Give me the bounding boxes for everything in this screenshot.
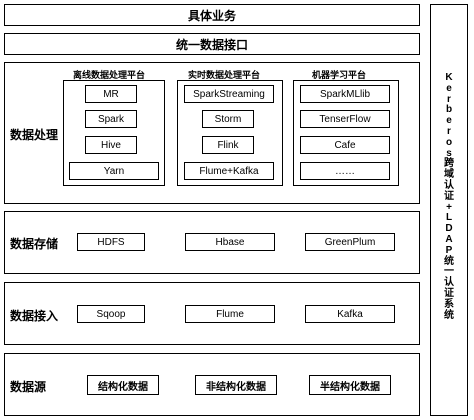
auth-side-char: e [446,82,452,94]
offline-item-label: MR [103,88,119,100]
realtime-item-label: Flume+Kafka [199,165,259,177]
auth-side-char: L [445,212,453,224]
auth-side-char: e [446,115,452,127]
realtime-item-label: Flink [217,139,239,151]
auth-side-char: 认 [444,277,454,289]
realtime-item-storm: Storm [202,110,254,128]
storage-item-hdfs: HDFS [77,233,145,251]
source-item-unstructured: 非结构化数据 [195,375,277,395]
source-item-label: 结构化数据 [98,381,148,393]
ml-platform-title: 机器学习平台 [312,70,367,80]
processing-layer: 数据处理 离线数据处理平台 MR Spark Hive Yarn 实时数据处理平… [4,62,420,204]
ingest-item-flume: Flume [185,305,275,323]
auth-side-char: 证 [444,287,454,299]
storage-item-label: HDFS [97,236,125,248]
source-item-semistructured: 半结构化数据 [309,375,391,395]
storage-item-label: GreenPlum [324,236,376,248]
auth-side-char: 跨 [444,158,454,170]
storage-layer: 数据存储 HDFS Hbase GreenPlum [4,211,420,274]
ingest-layer: 数据接入 Sqoop Flume Kafka [4,282,420,345]
unified-interface-label: 统一数据接口 [175,37,248,52]
offline-item-spark: Spark [85,110,137,128]
ml-item-cafe: Cafe [300,136,390,154]
source-item-structured: 结构化数据 [87,375,159,395]
ingest-item-sqoop: Sqoop [77,305,145,323]
auth-side-char: o [445,136,453,148]
auth-side-char: 统 [444,309,454,321]
offline-platform: MR Spark Hive Yarn [63,80,165,186]
auth-side-char: + [446,201,452,213]
ml-item-label: Cafe [334,139,356,151]
auth-side-char: r [447,93,451,105]
source-item-label: 半结构化数据 [320,381,380,393]
offline-item-yarn: Yarn [69,162,159,180]
ml-item-label: TenserFlow [319,113,371,125]
business-bar: 具体业务 [4,4,420,26]
realtime-platform: SparkStreaming Storm Flink Flume+Kafka [177,80,283,186]
storage-item-greenplum: GreenPlum [305,233,395,251]
ml-item-ellipsis: …… [300,162,390,180]
auth-side-char: P [445,244,453,256]
auth-side-char: D [445,223,453,235]
realtime-item-label: Storm [214,113,242,125]
unified-interface-bar: 统一数据接口 [4,33,420,55]
ingest-label: 数据接入 [10,309,59,323]
storage-item-hbase: Hbase [185,233,275,251]
offline-item-label: Spark [97,113,125,125]
business-bar-label: 具体业务 [187,8,236,23]
storage-label: 数据存储 [10,237,59,251]
ml-item-label: …… [335,165,355,177]
auth-side-char: 域 [444,169,454,181]
realtime-item-flink: Flink [202,136,254,154]
offline-platform-title: 离线数据处理平台 [73,70,146,80]
source-label: 数据源 [10,380,47,394]
realtime-item-label: SparkStreaming [193,88,265,100]
auth-side-char: 证 [444,190,454,202]
auth-side-char: 一 [444,266,454,278]
ml-item-label: SparkMLlib [319,88,371,100]
realtime-platform-title: 实时数据处理平台 [188,70,261,80]
auth-side-char: 统 [444,255,454,267]
auth-side-char: A [445,233,453,245]
auth-side-char: r [447,125,451,137]
realtime-item-sparkstreaming: SparkStreaming [184,85,274,103]
storage-item-label: Hbase [215,236,245,248]
offline-item-hive: Hive [85,136,137,154]
ml-item-tenserflow: TenserFlow [300,110,390,128]
ml-item-sparkmllib: SparkMLlib [300,85,390,103]
ingest-item-label: Sqoop [96,308,126,320]
processing-label: 数据处理 [10,128,59,142]
auth-side-char: K [445,72,453,83]
offline-item-label: Hive [100,139,121,151]
ingest-item-label: Flume [216,308,244,320]
auth-side-char: 认 [444,179,454,191]
offline-item-label: Yarn [103,165,125,177]
ingest-item-label: Kafka [337,308,363,320]
offline-item-mr: MR [85,85,137,103]
ml-platform: SparkMLlib TenserFlow Cafe …… [293,80,399,186]
auth-side-char: s [446,147,452,159]
source-item-label: 非结构化数据 [206,381,266,393]
auth-side-char: 系 [444,298,454,310]
source-layer: 数据源 结构化数据 非结构化数据 半结构化数据 [4,353,420,416]
realtime-item-flume-kafka: Flume+Kafka [184,162,274,180]
ingest-item-kafka: Kafka [305,305,395,323]
auth-side-char: b [445,104,453,116]
